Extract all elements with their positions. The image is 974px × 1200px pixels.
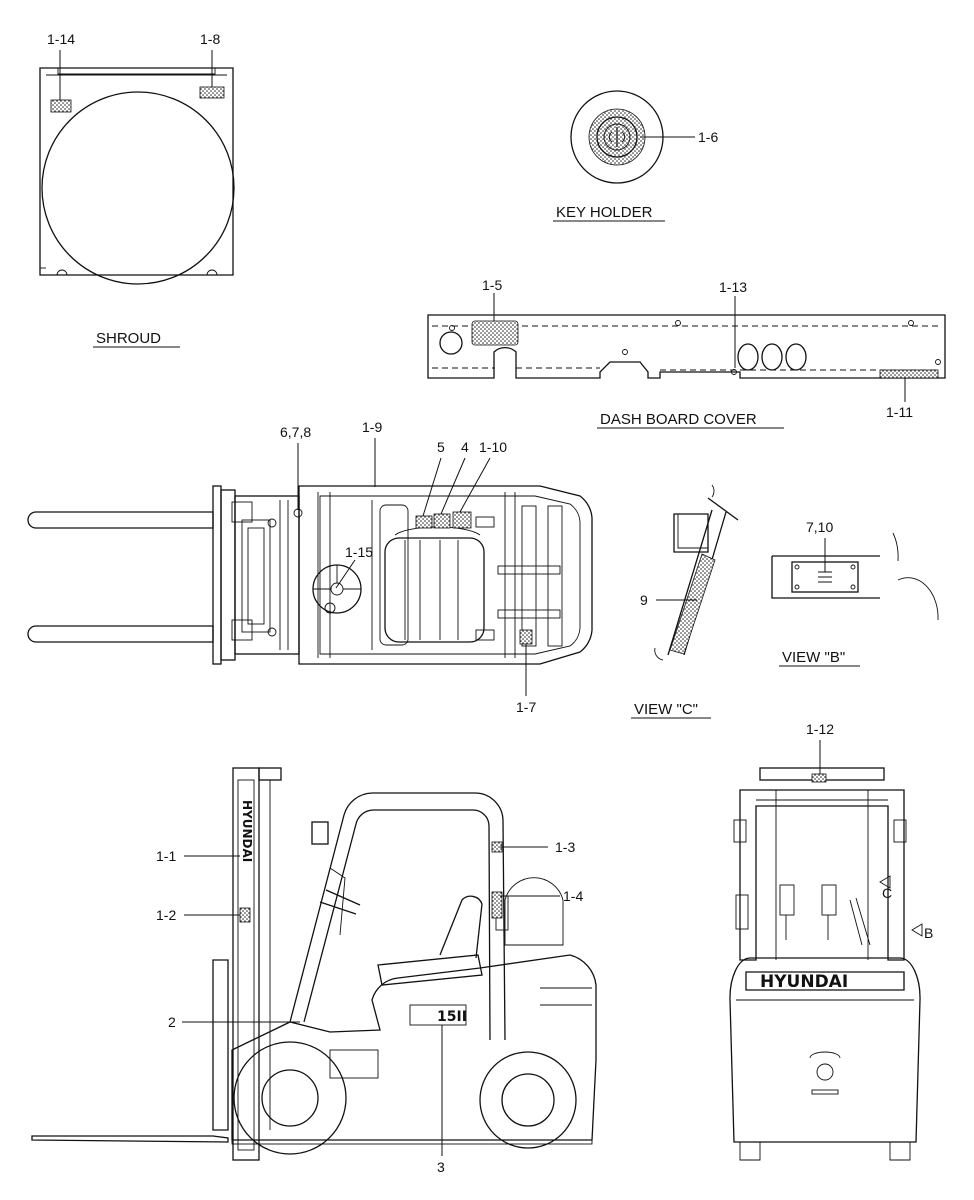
decal-1-11 <box>879 369 939 379</box>
callout-1-2: 1-2 <box>156 907 176 923</box>
decal-1-2-mast <box>239 907 251 923</box>
callout-1-3: 1-3 <box>555 839 575 855</box>
mast-brand-decal: HYUNDAI <box>240 800 254 862</box>
callout-1-10: 1-10 <box>479 439 507 455</box>
key-holder-title: KEY HOLDER <box>556 204 653 221</box>
shroud-view: 1-14 1-8 SHROUD <box>39 31 235 348</box>
callout-1-4: 1-4 <box>563 888 583 904</box>
callout-1-8: 1-8 <box>200 31 220 47</box>
decal-4-top <box>433 513 451 529</box>
callout-9: 9 <box>640 592 648 608</box>
callout-1-15: 1-15 <box>345 544 373 560</box>
callout-1-12: 1-12 <box>806 721 834 737</box>
view-c-title: VIEW "C" <box>634 701 698 718</box>
view-b: 7,10 VIEW "B" <box>771 519 939 667</box>
decal-1-4-side <box>491 891 503 919</box>
shroud-title: SHROUD <box>96 330 161 347</box>
decal-1-8-shroud <box>199 86 225 99</box>
callout-1-9: 1-9 <box>362 419 382 435</box>
decal-1-10-top <box>452 511 472 529</box>
callout-1-13: 1-13 <box>719 279 747 295</box>
view-b-arrow-label: B <box>924 925 933 941</box>
decal-1-14-shroud <box>50 99 72 113</box>
forklift-top-view: 6,7,8 1-9 5 4 1-10 1-15 1-7 <box>27 419 593 715</box>
callout-2: 2 <box>168 1014 176 1030</box>
callout-7-10: 7,10 <box>806 519 833 535</box>
decal-5-top <box>415 515 433 529</box>
callout-4: 4 <box>461 439 469 455</box>
model-badge: 15II <box>437 1009 467 1025</box>
decal-1-12-rear <box>811 773 827 783</box>
callout-1-11: 1-11 <box>886 404 913 420</box>
key-holder-view: 1-6 KEY HOLDER <box>553 90 718 222</box>
view-b-title: VIEW "B" <box>782 649 845 666</box>
callout-1-5: 1-5 <box>482 277 502 293</box>
callout-1-7: 1-7 <box>516 699 536 715</box>
callout-1-14: 1-14 <box>47 31 75 47</box>
view-c-arrow-label: C <box>882 885 892 901</box>
callout-5: 5 <box>437 439 445 455</box>
dash-board-cover-view: 1-5 1-13 1-11 DASH BOARD COVER <box>427 277 946 429</box>
decal-1-7-top <box>519 629 533 645</box>
view-c: 9 VIEW "C" <box>631 484 739 719</box>
callout-1-1: 1-1 <box>156 848 176 864</box>
forklift-rear-view: HYUNDAI C B 1-12 <box>729 721 933 1161</box>
decal-9 <box>669 553 716 655</box>
forklift-side-view: HYUNDAI 15II <box>31 767 597 1175</box>
dash-board-cover-title: DASH BOARD COVER <box>600 411 757 428</box>
callout-1-6: 1-6 <box>698 129 718 145</box>
callout-3: 3 <box>437 1159 445 1175</box>
decal-1-5 <box>471 320 519 346</box>
rear-brand-decal: HYUNDAI <box>760 972 848 992</box>
callout-6-7-8: 6,7,8 <box>280 424 311 440</box>
